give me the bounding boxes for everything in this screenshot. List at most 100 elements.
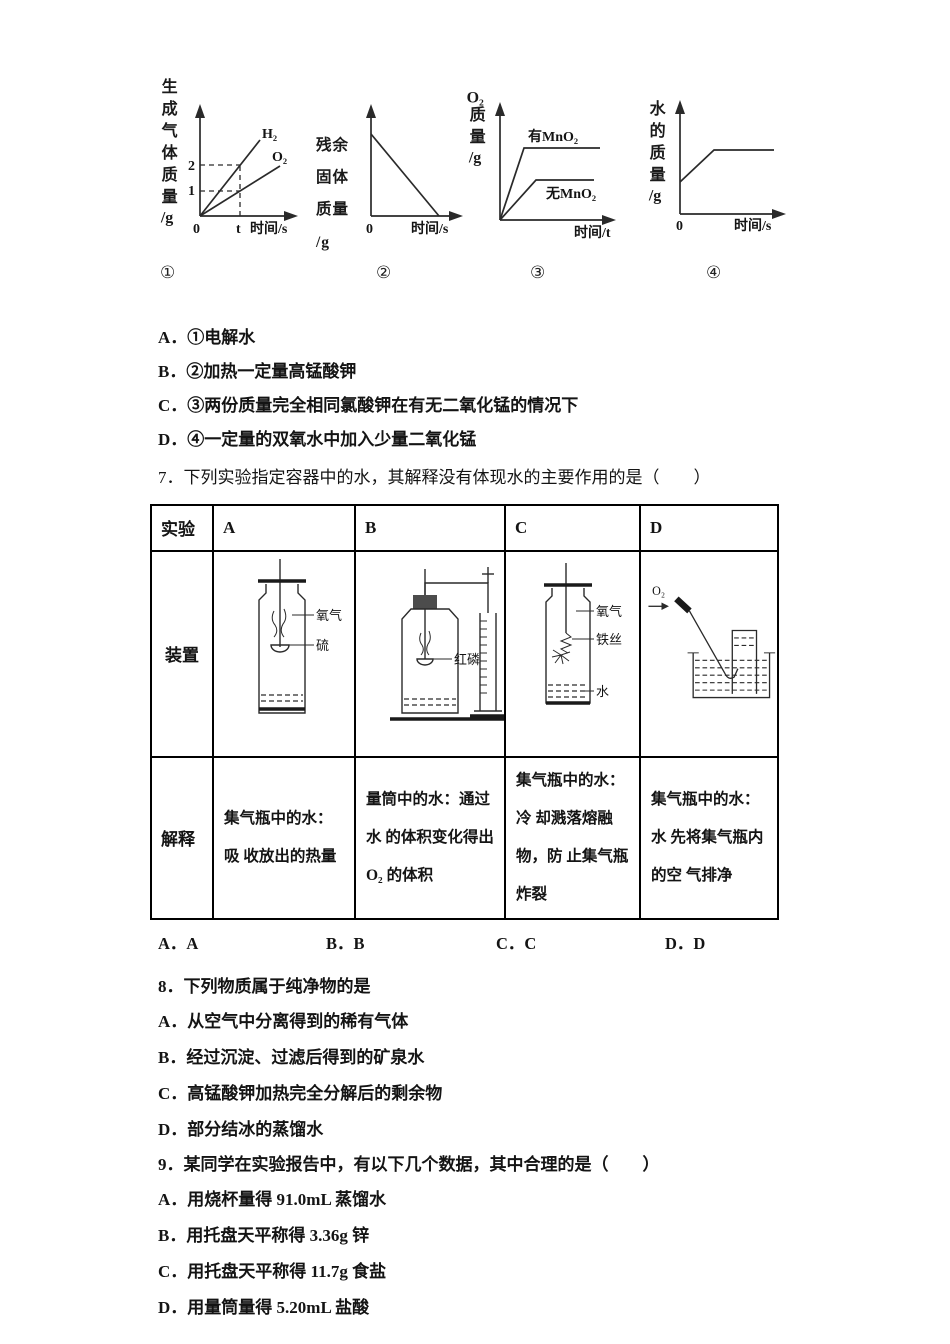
q9-option-d: D．用量筒量得 5.20mL 盐酸 — [158, 1297, 370, 1317]
fig1-yunit: /g — [160, 210, 174, 226]
fig2-curve — [370, 133, 440, 217]
gas-bottle — [401, 608, 459, 715]
q6-option-d: D．④一定量的双氧水中加入少量二氧化锰 — [158, 429, 477, 449]
fig3-yunit: /g — [468, 150, 482, 166]
apparatus-b-cell: 红磷 — [354, 549, 506, 758]
fig2-y-arrow — [366, 104, 376, 118]
apparatus-c-diagram: 氧气 铁丝 水 — [544, 563, 622, 706]
header-b: B — [354, 503, 506, 552]
q7-option-a: A．A — [158, 933, 199, 953]
water-label: 水 — [596, 684, 609, 699]
fig3-with-mno2-curve — [498, 147, 600, 221]
fig1-ylabel-text: 生成气体质量 — [158, 78, 176, 210]
q7-option-c: C．C — [496, 933, 537, 953]
fig3-without-mno2-curve — [498, 179, 594, 221]
fig2-ylabel-text: 残余固体质量 — [316, 137, 350, 219]
explanation-row-label: 解释 — [150, 755, 214, 920]
question-6-options: A．①电解水 B．②加热一定量高锰酸钾 C．③两份质量完全相同氯酸钾在有无二氧化… — [158, 321, 808, 457]
rubber-stopper — [413, 595, 437, 610]
fig-generated-gas: 生成气体质量/g 2 1 0 t 时间/s H₂ O₂ — [158, 78, 316, 242]
q6-option-c: C．③两份质量完全相同氯酸钾在有无二氧化锰的情况下 — [158, 395, 579, 415]
sparks — [551, 650, 571, 665]
q6-option-b: B．②加热一定量高锰酸钾 — [158, 361, 357, 381]
apparatus-a-cell: 氧气 硫 — [212, 549, 356, 758]
fig4-plot: 0 时间/s — [674, 100, 786, 234]
fig3-xlabel: 时间/t — [574, 224, 611, 241]
explanation-b: 量筒中的水：通过水 的体积变化得出 O₂ 的体积 — [354, 755, 506, 920]
fig1-xtick-t: t — [236, 222, 241, 237]
apparatus-c-cell: 氧气 铁丝 水 — [504, 549, 641, 758]
rubber-tube — [674, 596, 692, 614]
header-c: C — [504, 503, 641, 552]
fig2-xlabel: 时间/s — [411, 220, 449, 237]
smoke-wisp — [419, 633, 424, 656]
apparatus-d-cell: O₂ — [639, 549, 779, 758]
gas-arrow-head — [661, 602, 669, 611]
collection-bottle — [731, 630, 758, 695]
fig1-x-arrow — [283, 211, 298, 221]
fig1-h2-label: H₂ — [262, 127, 277, 142]
q7-option-d: D．D — [665, 933, 706, 953]
red-phosphorus-label: 红磷 — [454, 652, 480, 667]
fig2-origin: 0 — [366, 222, 373, 237]
fig1-ytick-2: 2 — [188, 159, 195, 174]
fig4-number: ④ — [706, 262, 722, 282]
question-9-options: A．用烧杯量得 91.0mL 蒸馏水 B．用托盘天平称得 3.36g 锌 C．用… — [158, 1182, 808, 1326]
apparatus-d-diagram: O₂ — [648, 585, 776, 699]
fig3-with-mno2-label: 有MnO₂ — [528, 128, 578, 145]
header-experiment: 实验 — [150, 503, 214, 552]
fig-residual-solid: 残余固体质量 /g 0 时间/s — [316, 78, 466, 259]
header-a: A — [212, 503, 356, 552]
fig1-h2-curve — [198, 139, 261, 217]
q9-option-b: B．用托盘天平称得 3.36g 锌 — [158, 1225, 370, 1245]
delivery-tube — [424, 582, 489, 614]
fig1-o2-label: O₂ — [272, 150, 287, 165]
fig3-without-mno2-label: 无MnO₂ — [545, 186, 596, 202]
fig4-x-arrow — [771, 209, 786, 219]
gas-bottle — [545, 588, 591, 705]
fig-o2-mass: O₂质量/g 有MnO₂ 无MnO₂ 时间/t — [466, 78, 634, 242]
fig1-number: ① — [160, 262, 176, 282]
fig4-yunit: /g — [648, 188, 662, 204]
smoke-wisp — [280, 609, 287, 638]
q7-option-b: B．B — [326, 933, 365, 953]
fig1-xlabel: 时间/s — [250, 220, 288, 237]
exam-page: 生成气体质量/g 2 1 0 t 时间/s H₂ O₂ — [150, 0, 808, 1326]
apparatus-row-label: 装置 — [150, 549, 214, 758]
smoke-wisp — [271, 611, 278, 638]
question-9-stem: 9．某同学在实验报告中，有以下几个数据，其中合理的是（ ） — [158, 1154, 660, 1174]
smoke-wisp — [426, 631, 431, 656]
fig1-ylabel: 生成气体质量/g — [158, 78, 176, 226]
sulfur-label: 硫 — [316, 638, 329, 653]
question-8-options: A．从空气中分离得到的稀有气体 B．经过沉淀、过滤后得到的矿泉水 C．高锰酸钾加… — [158, 1004, 808, 1148]
q8-option-d: D．部分结冰的蒸馏水 — [158, 1119, 324, 1139]
fig4-y-arrow — [674, 100, 685, 114]
figure-number-row: ① ② ③ ④ — [158, 263, 808, 293]
o2-label: O₂ — [652, 585, 665, 599]
q7-experiment-table: 实验 A B C D 装置 氧气 — [150, 503, 779, 920]
oxygen-label: 氧气 — [596, 604, 622, 619]
fig-water-mass: 水的质量/g 0 时间/s — [646, 78, 796, 242]
fig2-ylabel: 残余固体质量 /g — [316, 78, 353, 259]
explanation-c: 集气瓶中的水：冷 却溅落熔融物，防 止集气瓶炸裂 — [504, 755, 641, 920]
fig3-ylabel-text: 质量 — [466, 106, 484, 150]
fig2-number: ② — [376, 262, 392, 282]
explanation-d: 集气瓶中的水：水 先将集气瓶内的空 气排净 — [639, 755, 779, 920]
combustion-spoon — [270, 644, 290, 654]
fig2-plot: 0 时间/s — [366, 104, 463, 237]
q9-option-c: C．用托盘天平称得 11.7g 食盐 — [158, 1261, 387, 1281]
explanation-a: 集气瓶中的水：吸 收放出的热量 — [212, 755, 356, 920]
fig2-x-arrow — [449, 211, 463, 221]
q8-option-a: A．从空气中分离得到的稀有气体 — [158, 1011, 409, 1031]
combustion-spoon — [416, 658, 434, 667]
fig3-ylabel-o2: O₂ — [466, 90, 484, 106]
iron-wire-coil — [559, 633, 573, 654]
apparatus-b-diagram: 红磷 — [390, 567, 504, 722]
fig4-curve — [679, 149, 774, 183]
oxygen-label: 氧气 — [316, 608, 342, 623]
q8-option-c: C．高锰酸钾加热完全分解后的剩余物 — [158, 1083, 443, 1103]
fig3-y-arrow — [494, 102, 505, 116]
fig1-plot: 2 1 0 t 时间/s H₂ O₂ — [188, 104, 298, 237]
table-header-row: 实验 A B C D — [150, 503, 779, 552]
apparatus-a-diagram: 氧气 硫 — [258, 559, 342, 715]
